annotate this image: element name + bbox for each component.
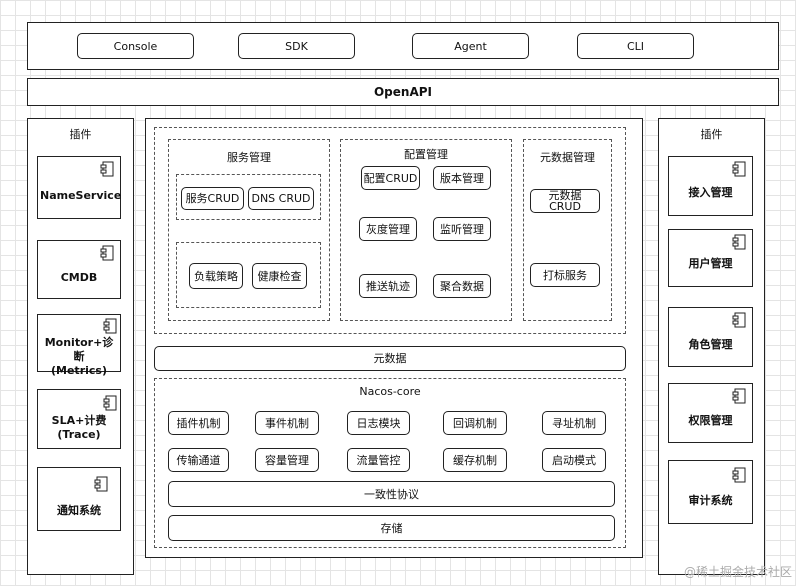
nacos-core-title: Nacos-core — [359, 385, 421, 398]
config-mgmt-title: 配置管理 — [404, 148, 448, 161]
tagging-service-box: 打标服务 — [530, 263, 600, 287]
health-check-box: 健康检查 — [252, 263, 307, 289]
plugin-label: Monitor+诊断 (Metrics) — [44, 336, 114, 377]
plugin-label: 审计系统 — [688, 494, 733, 507]
metadata-mgmt-panel — [523, 139, 612, 321]
storage-bar: 存储 — [168, 515, 615, 541]
plugin-access-mgmt: 接入管理 — [668, 156, 753, 216]
plugin-label: NameService — [40, 189, 122, 202]
plugin-mechanism-box: 插件机制 — [168, 411, 229, 435]
consistency-protocol-bar: 一致性协议 — [168, 481, 615, 507]
plugin-label: 通知系统 — [57, 504, 101, 517]
plugin-label: 权限管理 — [688, 414, 733, 427]
component-icon — [732, 467, 746, 483]
version-mgmt-box: 版本管理 — [433, 166, 491, 190]
openapi-bar: OpenAPI — [27, 78, 779, 106]
dns-crud-box: DNS CRUD — [248, 187, 314, 210]
component-icon — [100, 161, 114, 177]
startup-mode-box: 启动模式 — [542, 448, 606, 472]
load-strategy-box: 负载策略 — [189, 263, 243, 289]
cache-mechanism-box: 缓存机制 — [443, 448, 507, 472]
plugin-role-mgmt: 角色管理 — [668, 307, 753, 367]
traffic-control-box: 流量管控 — [347, 448, 410, 472]
plugin-permission-mgmt: 权限管理 — [668, 383, 753, 443]
gray-mgmt-box: 灰度管理 — [359, 217, 417, 241]
event-mechanism-box: 事件机制 — [255, 411, 319, 435]
plugin-label: 角色管理 — [688, 338, 733, 351]
client-agent: Agent — [412, 33, 529, 59]
capacity-mgmt-box: 容量管理 — [255, 448, 319, 472]
component-icon — [732, 234, 746, 250]
addressing-mechanism-box: 寻址机制 — [542, 411, 606, 435]
service-crud-box: 服务CRUD — [181, 187, 244, 210]
plugin-audit-system: 审计系统 — [668, 460, 753, 524]
service-mgmt-title: 服务管理 — [227, 151, 271, 164]
metadata-mgmt-title: 元数据管理 — [540, 151, 595, 164]
right-plugin-title: 插件 — [700, 128, 723, 141]
plugin-nameservice: NameService — [37, 156, 121, 219]
component-icon — [732, 161, 746, 177]
component-icon — [732, 388, 746, 404]
plugin-label: 接入管理 — [688, 186, 733, 199]
component-icon — [94, 476, 108, 492]
plugin-label: SLA+计费 (Trace) — [51, 414, 107, 441]
plugin-user-mgmt: 用户管理 — [668, 229, 753, 287]
push-trace-box: 推送轨迹 — [359, 274, 417, 298]
callback-mechanism-box: 回调机制 — [443, 411, 507, 435]
component-icon — [732, 312, 746, 328]
config-crud-box: 配置CRUD — [361, 166, 420, 190]
plugin-monitor: Monitor+诊断 (Metrics) — [37, 314, 121, 377]
plugin-notification: 通知系统 — [37, 467, 121, 531]
client-sdk: SDK — [238, 33, 355, 59]
left-plugin-title: 插件 — [69, 128, 92, 141]
plugin-label: 用户管理 — [688, 257, 733, 270]
client-console: Console — [77, 33, 194, 59]
transport-channel-box: 传输通道 — [168, 448, 229, 472]
metadata-crud-box: 元数据 CRUD — [530, 189, 600, 213]
component-icon — [100, 245, 114, 261]
plugin-label: CMDB — [60, 271, 98, 284]
component-icon — [103, 395, 117, 411]
plugin-cmdb: CMDB — [37, 240, 121, 299]
log-module-box: 日志模块 — [347, 411, 410, 435]
aggregate-data-box: 聚合数据 — [433, 274, 491, 298]
plugin-sla: SLA+计费 (Trace) — [37, 389, 121, 449]
component-icon — [103, 318, 117, 334]
listen-mgmt-box: 监听管理 — [433, 217, 491, 241]
watermark-text: @稀土掘金技术社区 — [683, 565, 792, 579]
metadata-bar: 元数据 — [154, 346, 626, 371]
client-cli: CLI — [577, 33, 694, 59]
